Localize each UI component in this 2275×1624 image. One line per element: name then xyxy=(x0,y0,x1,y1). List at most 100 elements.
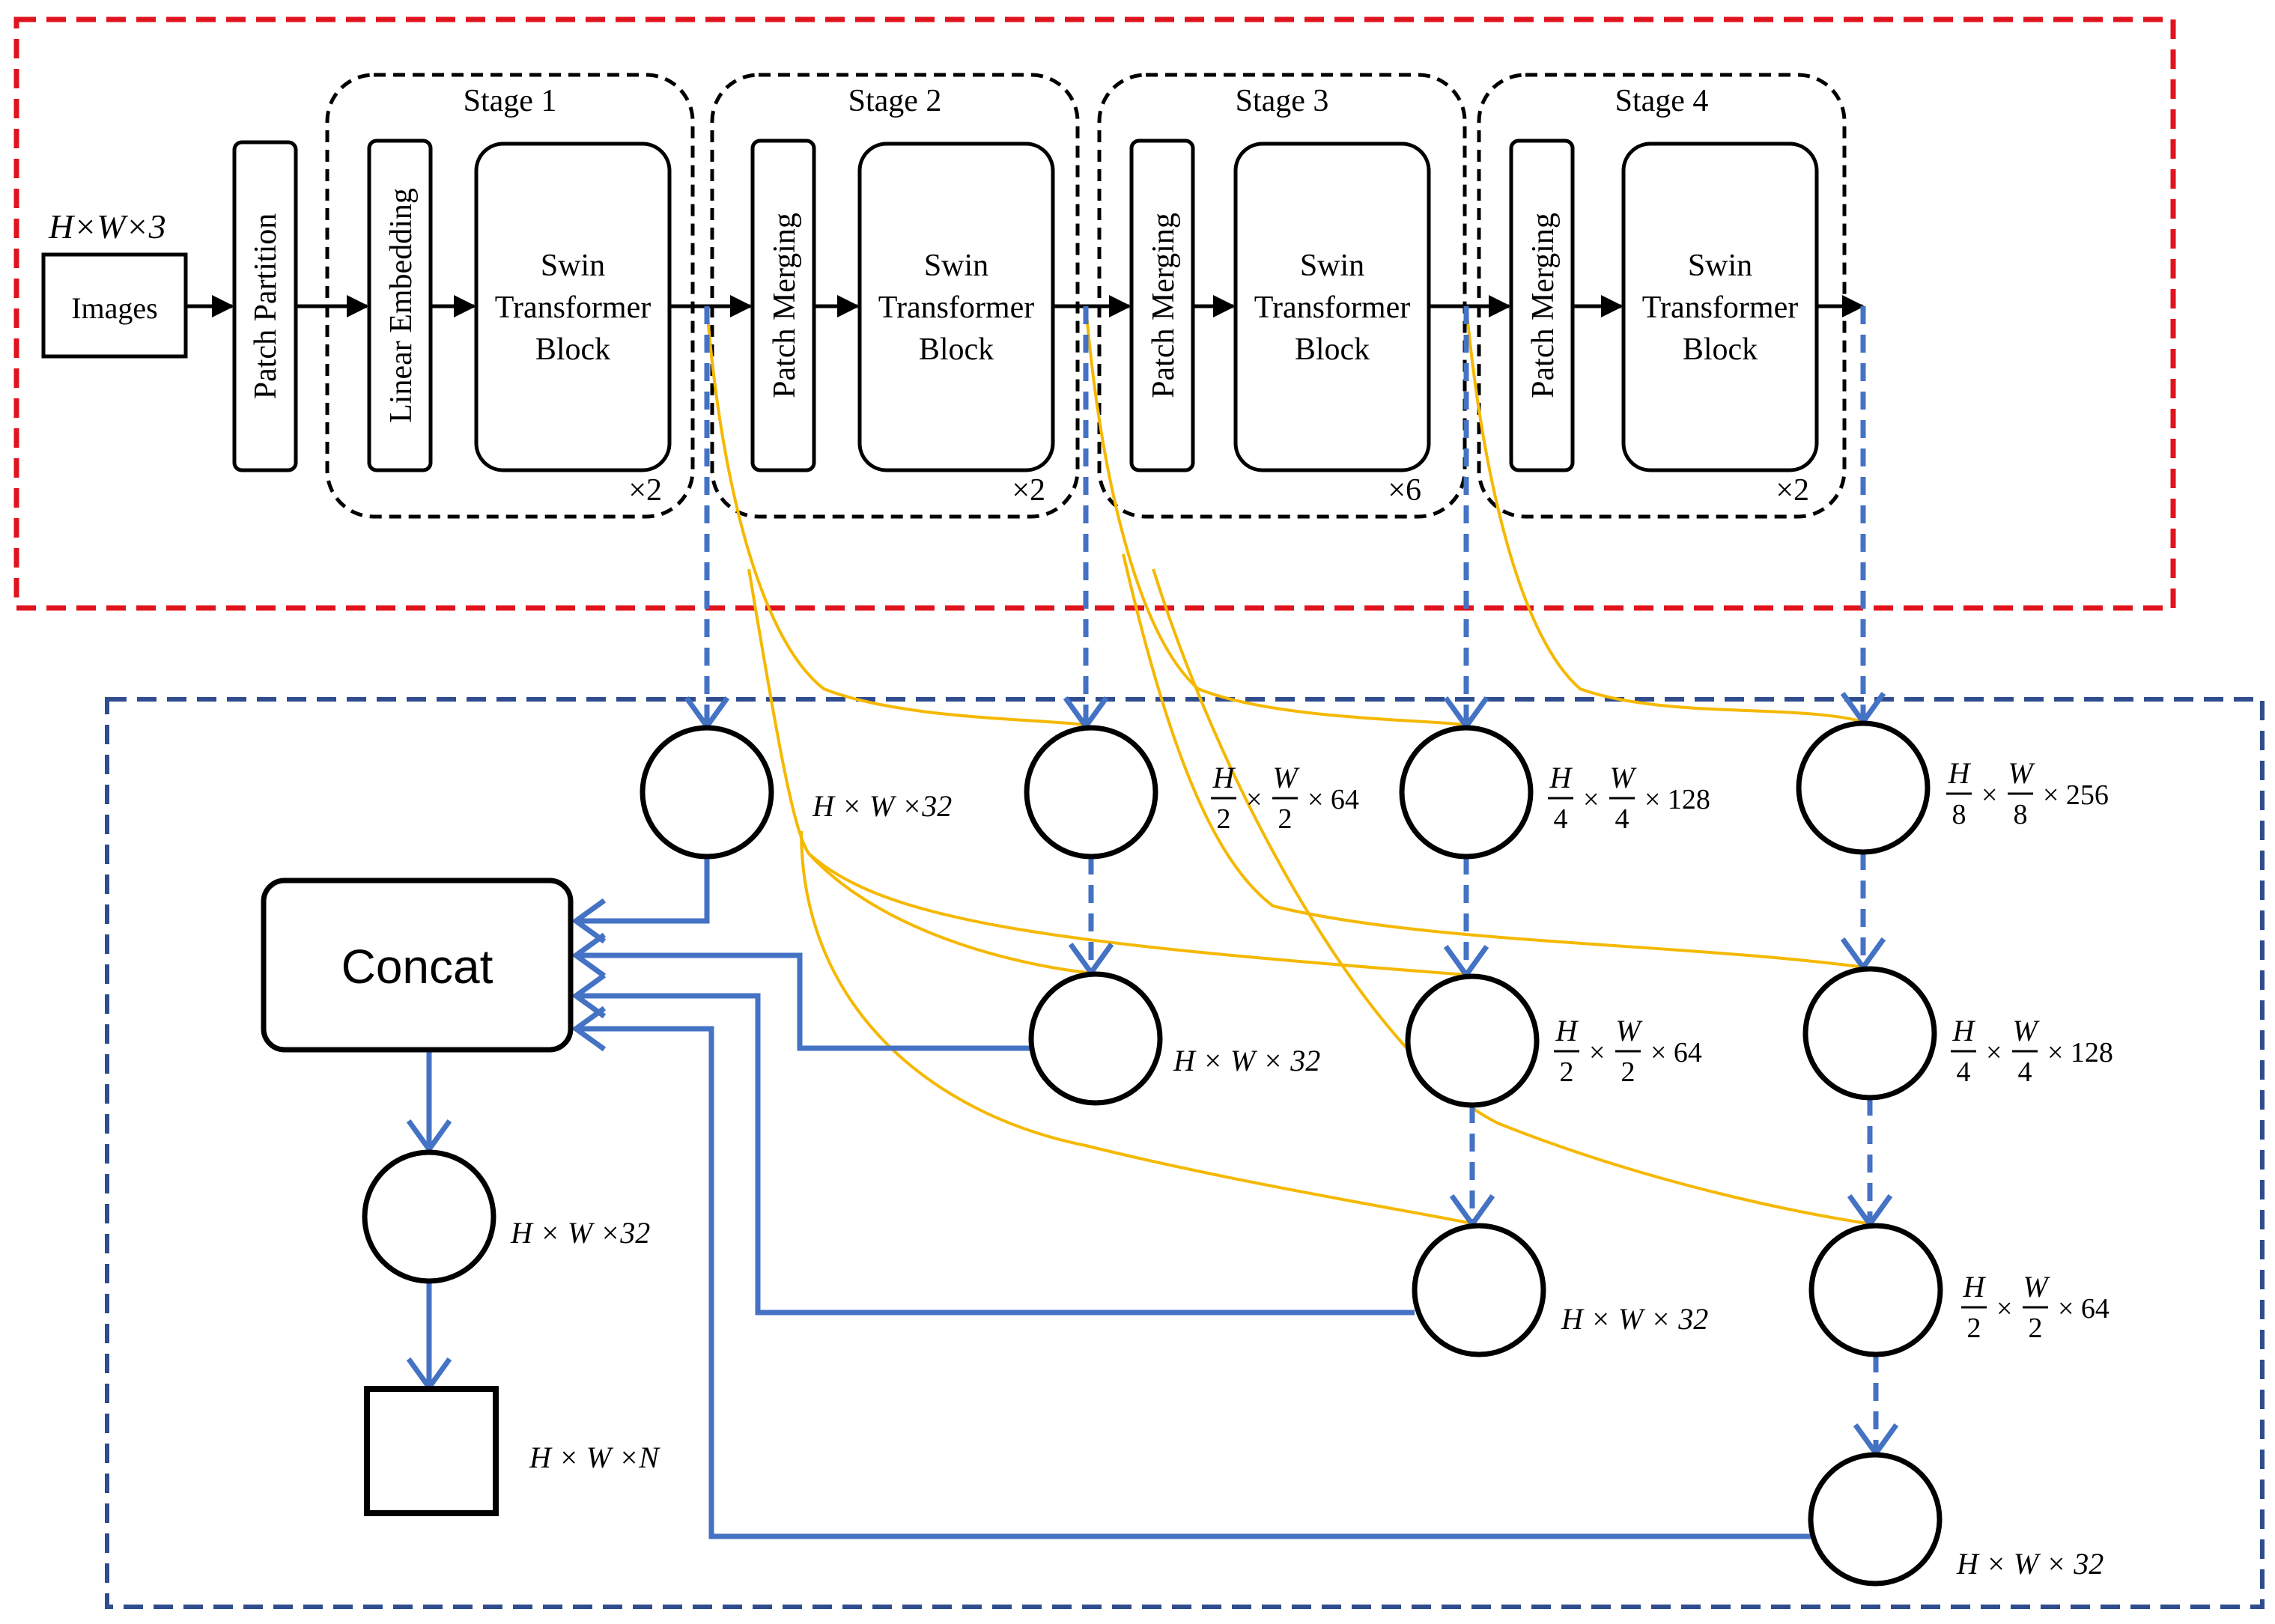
stage-3-repeat: ×6 xyxy=(1388,473,1421,508)
label-n01-num-0: H xyxy=(1212,761,1236,794)
label-n02-num-0: H xyxy=(1549,761,1573,794)
label-n13-times: × xyxy=(1986,1037,2002,1068)
to-concat-3 xyxy=(580,1026,1811,1539)
node-n22 xyxy=(1412,1223,1546,1357)
node-n02 xyxy=(1399,725,1534,860)
stage-2-title: Stage 2 xyxy=(848,84,942,118)
node-n01 xyxy=(1024,725,1158,860)
to-concat-1 xyxy=(580,952,1031,1051)
stage-4-repeat: ×2 xyxy=(1776,473,1809,508)
stage-4-prep-label: Patch Merging xyxy=(1526,213,1561,398)
skip-curve-6 xyxy=(800,830,1476,1226)
node-n12 xyxy=(1405,973,1540,1108)
decoder-connections xyxy=(406,306,1899,1539)
skip-curve-1 xyxy=(1084,305,1467,726)
label-n12-tail: × 64 xyxy=(1650,1037,1702,1068)
label-n02-num-1: W xyxy=(1609,761,1637,794)
concat-to-fused-head xyxy=(406,1119,452,1154)
label-n02-tail: × 128 xyxy=(1644,784,1710,815)
stage-1-frame xyxy=(325,73,695,519)
stage-frames: Stage 1 Stage 2 Stage 3 Stage 4 xyxy=(325,73,1847,519)
label-n02-den-1: 4 xyxy=(1615,803,1629,835)
label-n23-den-0: 2 xyxy=(1967,1313,1981,1344)
label-n03-num-0: H xyxy=(1948,756,1972,790)
stage-4-title: Stage 4 xyxy=(1615,84,1709,118)
skip-curve-2 xyxy=(1465,305,1864,723)
label-n01-num-1: W xyxy=(1272,761,1300,794)
stage-2-repeat: ×2 xyxy=(1012,473,1045,508)
stage-3-prep-label: Patch Merging xyxy=(1146,213,1181,398)
label-n03-num-1: W xyxy=(2008,756,2035,790)
label-n13-num-1: W xyxy=(2012,1014,2040,1047)
label-n00: H × W ×32 xyxy=(812,789,952,823)
label-n22: H × W × 32 xyxy=(1561,1302,1708,1336)
label-n23-den-1: 2 xyxy=(2029,1313,2043,1344)
label-n23-tail: × 64 xyxy=(2058,1293,2110,1325)
node-n23 xyxy=(1808,1223,1943,1357)
concat-box xyxy=(261,878,574,1053)
label-n02-times: × xyxy=(1583,784,1599,815)
output-label: H × W ×N xyxy=(529,1441,660,1474)
stage-1-prep-label: Linear Embedding xyxy=(384,188,419,423)
stage-3-frame xyxy=(1097,73,1467,519)
node-n13 xyxy=(1802,966,1937,1101)
skip-curve-0 xyxy=(705,305,1087,726)
label-n23-num-0: H xyxy=(1963,1270,1987,1304)
encoder-frame xyxy=(13,16,2176,611)
to-concat-head-3 xyxy=(571,1006,607,1052)
label-n03-den-0: 8 xyxy=(1952,799,1966,830)
decoder-frame xyxy=(105,697,2265,1609)
label-n12-num-0: H xyxy=(1555,1014,1579,1047)
stage-2-frame xyxy=(710,73,1080,519)
stage-4-frame xyxy=(1477,73,1847,519)
node-n00 xyxy=(640,725,774,860)
skip-curve-4 xyxy=(807,852,1468,976)
to-concat-2 xyxy=(580,993,1415,1316)
label-n13-den-0: 4 xyxy=(1957,1056,1971,1088)
label-n01-den-0: 2 xyxy=(1217,803,1231,835)
node-n33 xyxy=(1808,1452,1943,1587)
label-n23-times: × xyxy=(1996,1293,2012,1325)
patch-partition-box xyxy=(232,140,298,472)
label-n03-den-1: 8 xyxy=(2014,799,2028,830)
label-n03-times: × xyxy=(1981,779,1997,811)
to-concat-head-1 xyxy=(571,932,607,979)
label-n33: H × W × 32 xyxy=(1956,1547,2104,1581)
label-n13-den-1: 4 xyxy=(2018,1056,2032,1088)
label-n23-num-1: W xyxy=(2023,1270,2050,1304)
stage-2-prep-label: Patch Merging xyxy=(768,213,802,398)
skip-curve-5 xyxy=(1122,553,1865,969)
input-images-label: Images xyxy=(71,291,158,325)
label-n12-times: × xyxy=(1589,1037,1605,1068)
stage-1-title: Stage 1 xyxy=(464,84,557,118)
label-n13-tail: × 128 xyxy=(2047,1037,2113,1068)
to-concat-head-0 xyxy=(571,898,607,944)
stage-1-repeat: ×2 xyxy=(628,473,662,508)
input-images-box xyxy=(41,252,188,359)
label-n12-den-0: 2 xyxy=(1560,1056,1574,1088)
label-n12-num-1: W xyxy=(1615,1014,1643,1047)
to-concat-0 xyxy=(580,857,710,924)
concat-label: Concat xyxy=(341,940,493,994)
label-n02-den-0: 4 xyxy=(1554,803,1568,835)
to-concat-head-2 xyxy=(571,973,607,1019)
input-size-label: H×W×3 xyxy=(48,207,166,246)
label-n12-den-1: 2 xyxy=(1621,1056,1635,1088)
node-n03 xyxy=(1796,720,1931,855)
fused-node xyxy=(362,1149,496,1284)
output-box xyxy=(364,1386,499,1516)
stage-3-title: Stage 3 xyxy=(1236,84,1329,118)
label-n03-tail: × 256 xyxy=(2043,779,2109,811)
node-n11 xyxy=(1028,971,1163,1106)
label-n01-den-1: 2 xyxy=(1278,803,1293,835)
label-n13-num-0: H xyxy=(1952,1014,1976,1047)
label-n01-times: × xyxy=(1246,784,1262,815)
decoder-nodes xyxy=(640,720,1943,1587)
fused-node-label: H × W ×32 xyxy=(510,1216,650,1250)
